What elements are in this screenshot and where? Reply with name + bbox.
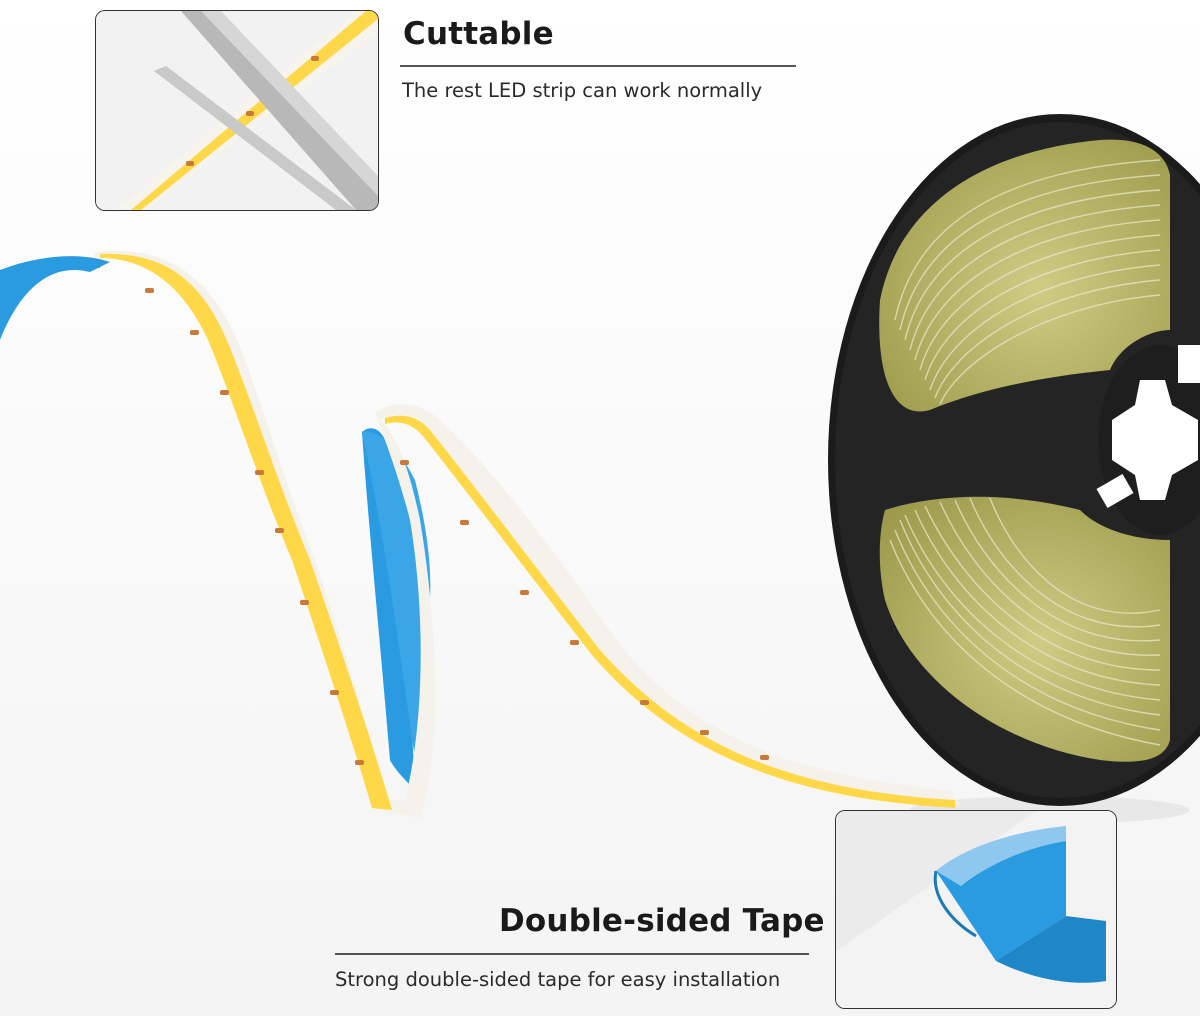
cuttable-divider bbox=[400, 65, 796, 67]
tape-description: Strong double-sided tape for easy instal… bbox=[335, 968, 781, 991]
led-reel-icon bbox=[828, 114, 1200, 824]
blue-tape-icon bbox=[836, 811, 1116, 1008]
tape-title: Double-sided Tape bbox=[499, 903, 825, 939]
cuttable-title: Cuttable bbox=[403, 16, 554, 52]
cuttable-description: The rest LED strip can work normally bbox=[402, 79, 763, 102]
tape-inset bbox=[835, 810, 1117, 1009]
tape-divider bbox=[335, 953, 809, 955]
led-strip-ribbon bbox=[0, 250, 960, 818]
scissors-icon bbox=[96, 11, 378, 210]
cuttable-inset bbox=[95, 10, 379, 211]
